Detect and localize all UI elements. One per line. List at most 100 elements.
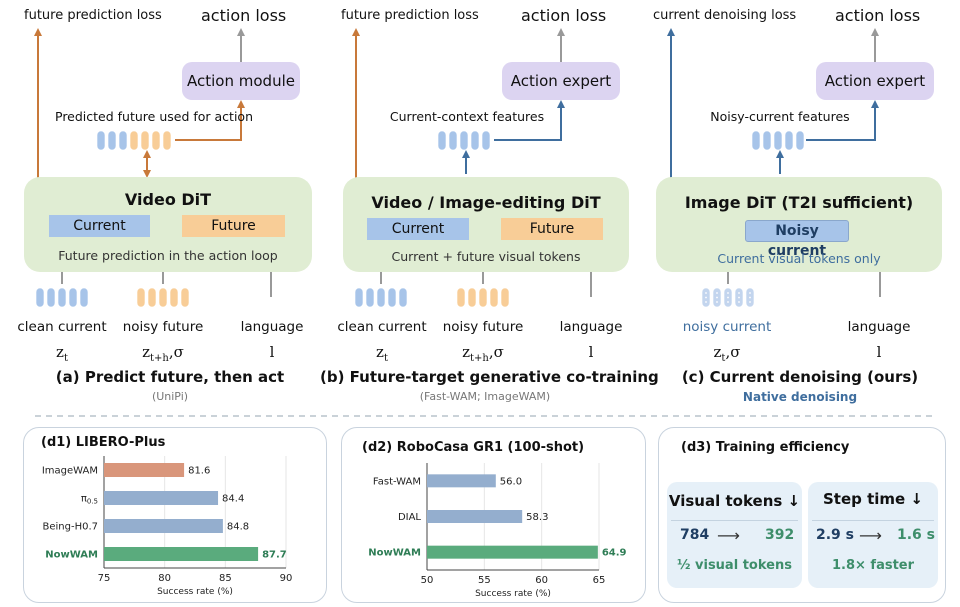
category-label: NowWAM xyxy=(45,550,98,561)
b-dit-title: Video / Image-editing DiT xyxy=(371,193,601,212)
bar xyxy=(427,545,598,559)
a-citation: (UniPi) xyxy=(151,390,189,403)
c-math-current-extra: ,σ xyxy=(725,343,741,361)
a-future-box: Future xyxy=(182,215,285,237)
panel-b-arrows xyxy=(352,28,592,297)
d3-tokens-from: 784 xyxy=(680,527,710,543)
token xyxy=(158,287,168,308)
token xyxy=(773,130,783,151)
bar-value-label: 58.3 xyxy=(526,512,548,523)
token xyxy=(147,287,157,308)
a-dit-subtitle: Future prediction in the action loop xyxy=(58,248,278,263)
category-label: NowWAM xyxy=(368,548,421,559)
b-math-language: l xyxy=(588,343,594,361)
b-math-future-extra: ,σ xyxy=(488,343,504,361)
noise-dot xyxy=(749,301,751,303)
panel-c-arrows xyxy=(667,28,881,297)
a-math-future: zt+h,σ xyxy=(113,343,213,364)
token xyxy=(481,130,491,151)
token xyxy=(151,130,161,151)
b-citation: (Fast-WAM; ImageWAM) xyxy=(419,390,551,403)
x-tick-label: 80 xyxy=(158,573,171,584)
a-feature-label: Predicted future used for action xyxy=(55,109,253,124)
a-dit-title: Video DiT xyxy=(124,190,212,209)
token xyxy=(96,130,106,151)
category-label: Fast-WAM xyxy=(373,476,421,487)
a-predicted-tokens xyxy=(96,130,172,151)
b-future-tokens xyxy=(456,287,510,308)
d3-tokens-divider xyxy=(671,520,798,521)
x-tick-label: 85 xyxy=(219,573,232,584)
b-feature-to-expert-arrow xyxy=(494,100,565,141)
token xyxy=(795,130,805,151)
a-future-loss-label: future prediction loss xyxy=(24,8,162,23)
token xyxy=(489,287,499,308)
token xyxy=(162,130,172,151)
b-math-future: zt+h,σ xyxy=(433,343,533,364)
category-label: ImageWAM xyxy=(42,466,98,477)
token xyxy=(180,287,190,308)
b-future-box: Future xyxy=(501,218,603,240)
a-input-label-current: clean current xyxy=(17,319,107,335)
d3-step-to: 1.6 s xyxy=(897,527,936,543)
token xyxy=(437,130,447,151)
a-video-dit: Video DiT Current Future Future predicti… xyxy=(24,177,312,272)
noise-dot xyxy=(705,292,707,294)
x-tick-label: 75 xyxy=(98,573,111,584)
token xyxy=(751,130,761,151)
token xyxy=(762,130,772,151)
c-caption: (c) Current denoising (ours) xyxy=(681,368,919,386)
token xyxy=(376,287,386,308)
token xyxy=(478,287,488,308)
a-math-language: l xyxy=(269,343,275,361)
x-tick-label: 50 xyxy=(421,575,434,586)
category-label: Being-H0.7 xyxy=(42,522,98,533)
a-action-module: Action module xyxy=(182,62,300,100)
token xyxy=(79,287,89,308)
d3-panel: (d3) Training efficiency Visual tokens ↓… xyxy=(658,427,946,603)
token xyxy=(68,287,78,308)
b-action-expert: Action expert xyxy=(502,62,620,100)
token xyxy=(784,130,794,151)
token xyxy=(365,287,375,308)
b-math-current-sub: t xyxy=(383,353,388,364)
noise-dot xyxy=(705,296,707,299)
c-math-language: l xyxy=(876,343,882,361)
c-dit-title: Image DiT (T2I sufficient) xyxy=(684,193,914,212)
b-feature-label: Current-context features xyxy=(389,109,545,124)
b-action-loss-label: action loss xyxy=(521,6,607,25)
d3-title: (d3) Training efficiency xyxy=(681,440,850,455)
x-tick-label: 65 xyxy=(593,575,606,586)
token xyxy=(448,130,458,151)
c-noisy-current-box: Noisy current xyxy=(745,220,849,259)
d3-step-arrow-icon: ⟶ xyxy=(859,526,882,545)
panel-a-arrows xyxy=(34,28,272,297)
b-video-dit: Video / Image-editing DiT Current Future… xyxy=(343,177,629,272)
token-layer xyxy=(35,130,805,308)
x-axis-title: Success rate (%) xyxy=(157,587,233,597)
c-math-current: zt,σ xyxy=(677,343,777,364)
b-input-label-current: clean current xyxy=(337,319,427,335)
c-action-loss-label: action loss xyxy=(835,6,921,25)
a-math-current-var: z xyxy=(56,343,64,361)
token xyxy=(169,287,179,308)
c-noisy-feature-tokens xyxy=(751,130,805,151)
d3-tokens-note: ½ visual tokens xyxy=(677,558,792,573)
bar xyxy=(104,463,185,477)
d3-tokens-heading: Visual tokens ↓ xyxy=(668,492,801,510)
c-action-expert: Action expert xyxy=(816,62,934,100)
c-dit-subtitle: Current visual tokens only xyxy=(717,251,881,266)
token xyxy=(500,287,510,308)
token xyxy=(387,287,397,308)
noise-dot xyxy=(716,301,718,303)
a-math-future-sub: t+h xyxy=(150,353,169,364)
token xyxy=(107,130,117,151)
token xyxy=(136,287,146,308)
bar xyxy=(427,510,523,523)
c-input-label-current: noisy current xyxy=(682,319,772,335)
